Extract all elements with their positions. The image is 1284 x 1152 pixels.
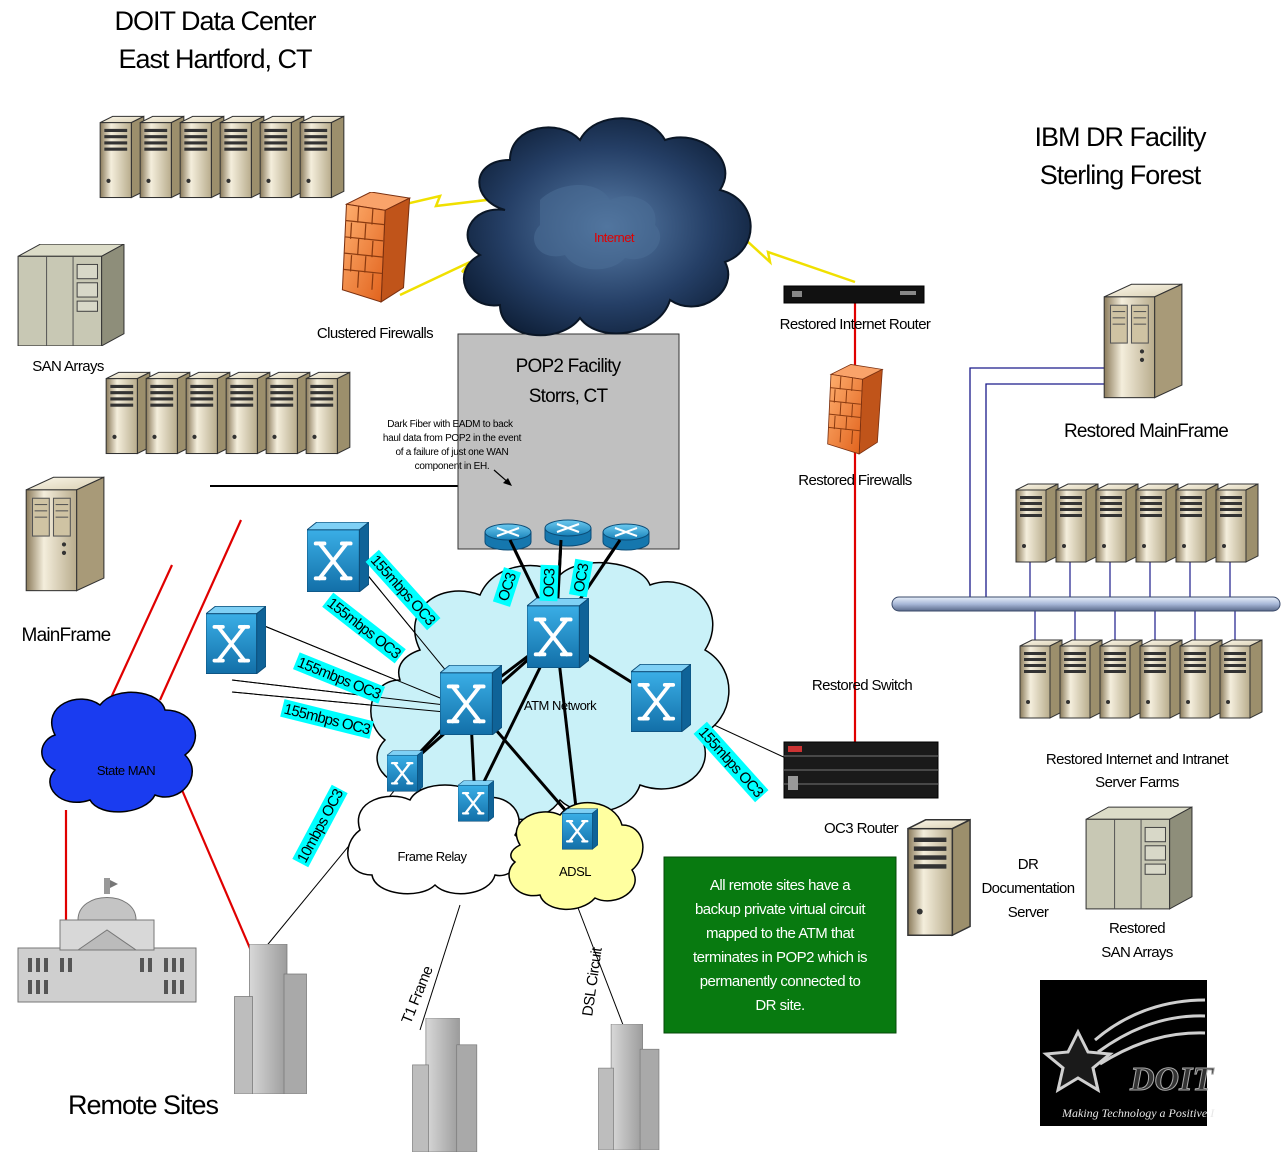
- restored-internet-router-icon: [783, 285, 925, 304]
- svg-text:of a failure of just one WAN: of a failure of just one WAN: [396, 447, 509, 458]
- atm-switch-adsl: [562, 808, 598, 850]
- restored-san-arrays-icon: [1085, 806, 1193, 910]
- svg-text:DSL Circuit: DSL Circuit: [579, 945, 606, 1017]
- internet-cloud-label: Internet: [594, 230, 635, 245]
- mainframe-label: MainFrame: [22, 625, 111, 646]
- link-label-155-4: 155mbps OC3: [280, 699, 374, 739]
- atm-switch-1: [307, 522, 369, 592]
- san-arrays-label: SAN Arrays: [32, 358, 104, 375]
- capitol-building-icon: [17, 878, 197, 1003]
- svg-text:permanently connected to: permanently connected to: [700, 973, 861, 990]
- doit-server-row-top: [99, 115, 345, 199]
- svg-text:155mbps OC3: 155mbps OC3: [295, 654, 383, 703]
- pop2-router-3: [601, 522, 651, 552]
- pop2-title-line1: POP2 Facility: [516, 356, 622, 377]
- svg-text:mapped to the ATM that: mapped to the ATM that: [706, 925, 855, 942]
- internet-cloud: [462, 117, 752, 337]
- remote-sites-label: Remote Sites: [68, 1090, 219, 1120]
- pop2-router-2: [543, 518, 593, 548]
- svg-text:155mbps OC3: 155mbps OC3: [695, 724, 767, 801]
- link-label-oc3-a: OC3: [492, 567, 522, 607]
- dark-fiber-note: Dark Fiber with EADM to back haul data f…: [383, 419, 522, 472]
- svg-text:component in EH.: component in EH.: [415, 461, 490, 472]
- svg-text:All remote sites have a: All remote sites have a: [710, 877, 851, 894]
- restored-server-farms-label-2: Server Farms: [1095, 774, 1179, 791]
- restored-server-farms-label-1: Restored Internet and Intranet: [1046, 751, 1230, 768]
- ibm-title-line2: Sterling Forest: [1040, 160, 1202, 190]
- link-label-oc3-c: OC3: [569, 558, 593, 598]
- server-bus: [891, 596, 1281, 612]
- restored-mainframe-label: Restored MainFrame: [1064, 421, 1228, 442]
- adsl-label: ADSL: [559, 864, 591, 879]
- atm-switch-core-left: [440, 665, 502, 735]
- state-man-cloud: [41, 691, 196, 813]
- svg-text:OC3: OC3: [541, 568, 559, 597]
- restored-san-label-1: Restored: [1109, 920, 1165, 937]
- remote-building-1: [234, 944, 307, 1094]
- atm-switch-right: [631, 664, 691, 732]
- frame-relay-label: Frame Relay: [398, 849, 468, 864]
- green-note-box: [663, 856, 897, 1034]
- remote-building-3: [598, 1024, 660, 1150]
- svg-text:backup private virtual circuit: backup private virtual circuit: [695, 901, 866, 918]
- state-man-label: State MAN: [97, 763, 155, 778]
- restored-firewalls-label: Restored Firewalls: [798, 472, 912, 489]
- atm-switch-core-top: [527, 598, 589, 668]
- pop2-router-1: [483, 522, 533, 552]
- link-label-oc3-b: OC3: [539, 564, 559, 602]
- atm-switch-frame-relay: [387, 750, 423, 792]
- doit-server-row-bottom: [105, 371, 351, 455]
- pop2-title-line2: Storrs, CT: [529, 386, 609, 407]
- restored-san-label-2: SAN Arrays: [1101, 944, 1173, 961]
- oc3-router-label: OC3 Router: [824, 820, 899, 837]
- restored-server-row-top: [1015, 483, 1259, 563]
- mainframe-icon: [25, 476, 105, 592]
- svg-text:Making Technology a Positive I: Making Technology a Positive I: [1061, 1106, 1215, 1120]
- link-label-10mbps: 10mbps OC3: [292, 784, 348, 868]
- clustered-firewalls-label: Clustered Firewalls: [317, 325, 433, 342]
- svg-text:terminates in POP2 which is: terminates in POP2 which is: [693, 949, 867, 966]
- svg-text:DOIT: DOIT: [1129, 1061, 1214, 1098]
- doit-title-line1: DOIT Data Center: [114, 6, 316, 36]
- restored-server-row-bottom: [1019, 639, 1263, 719]
- svg-text:Dark Fiber with EADM to back: Dark Fiber with EADM to back: [387, 419, 514, 430]
- atm-switch-2: [206, 606, 266, 674]
- svg-text:OC3: OC3: [571, 562, 593, 593]
- link-label-155-3: 155mbps OC3: [292, 652, 386, 704]
- ibm-title-line1: IBM DR Facility: [1034, 122, 1207, 152]
- dr-doc-server-label-2: Documentation: [981, 880, 1074, 897]
- atm-switch-mid: [458, 780, 494, 822]
- pop2-facility-box: [457, 333, 680, 550]
- green-note-text: All remote sites have a backup private v…: [693, 877, 868, 1014]
- san-arrays-icon: [17, 244, 125, 346]
- adsl-cloud: [508, 801, 644, 911]
- dr-doc-server-label-3: Server: [1008, 904, 1049, 921]
- restored-mainframe-icon: [1103, 283, 1183, 399]
- doit-title-line2: East Hartford, CT: [118, 44, 312, 74]
- restored-internet-router-label: Restored Internet Router: [780, 316, 931, 333]
- dr-documentation-server-icon: [907, 819, 971, 937]
- oc3-router-icon: [783, 741, 939, 799]
- svg-text:10mbps OC3: 10mbps OC3: [294, 786, 347, 865]
- restored-switch-label: Restored Switch: [812, 677, 912, 694]
- svg-text:DR site.: DR site.: [755, 997, 804, 1014]
- atm-network-label: ATM Network: [524, 698, 597, 713]
- restored-firewall-icon: [827, 364, 883, 455]
- doit-logo: DOIT Making Technology a Positive I: [1040, 980, 1215, 1126]
- frame-relay-cloud: [347, 784, 525, 895]
- dsl-circuit-label: DSL Circuit: [579, 945, 606, 1017]
- clustered-firewall-icon: [341, 192, 411, 303]
- remote-building-2: [411, 1018, 478, 1152]
- svg-text:haul data from POP2 in the eve: haul data from POP2 in the event: [383, 433, 522, 444]
- svg-text:155mbps OC3: 155mbps OC3: [282, 701, 372, 739]
- link-label-155-2: 155mbps OC3: [322, 592, 406, 664]
- dr-doc-server-label-1: DR: [1018, 856, 1039, 873]
